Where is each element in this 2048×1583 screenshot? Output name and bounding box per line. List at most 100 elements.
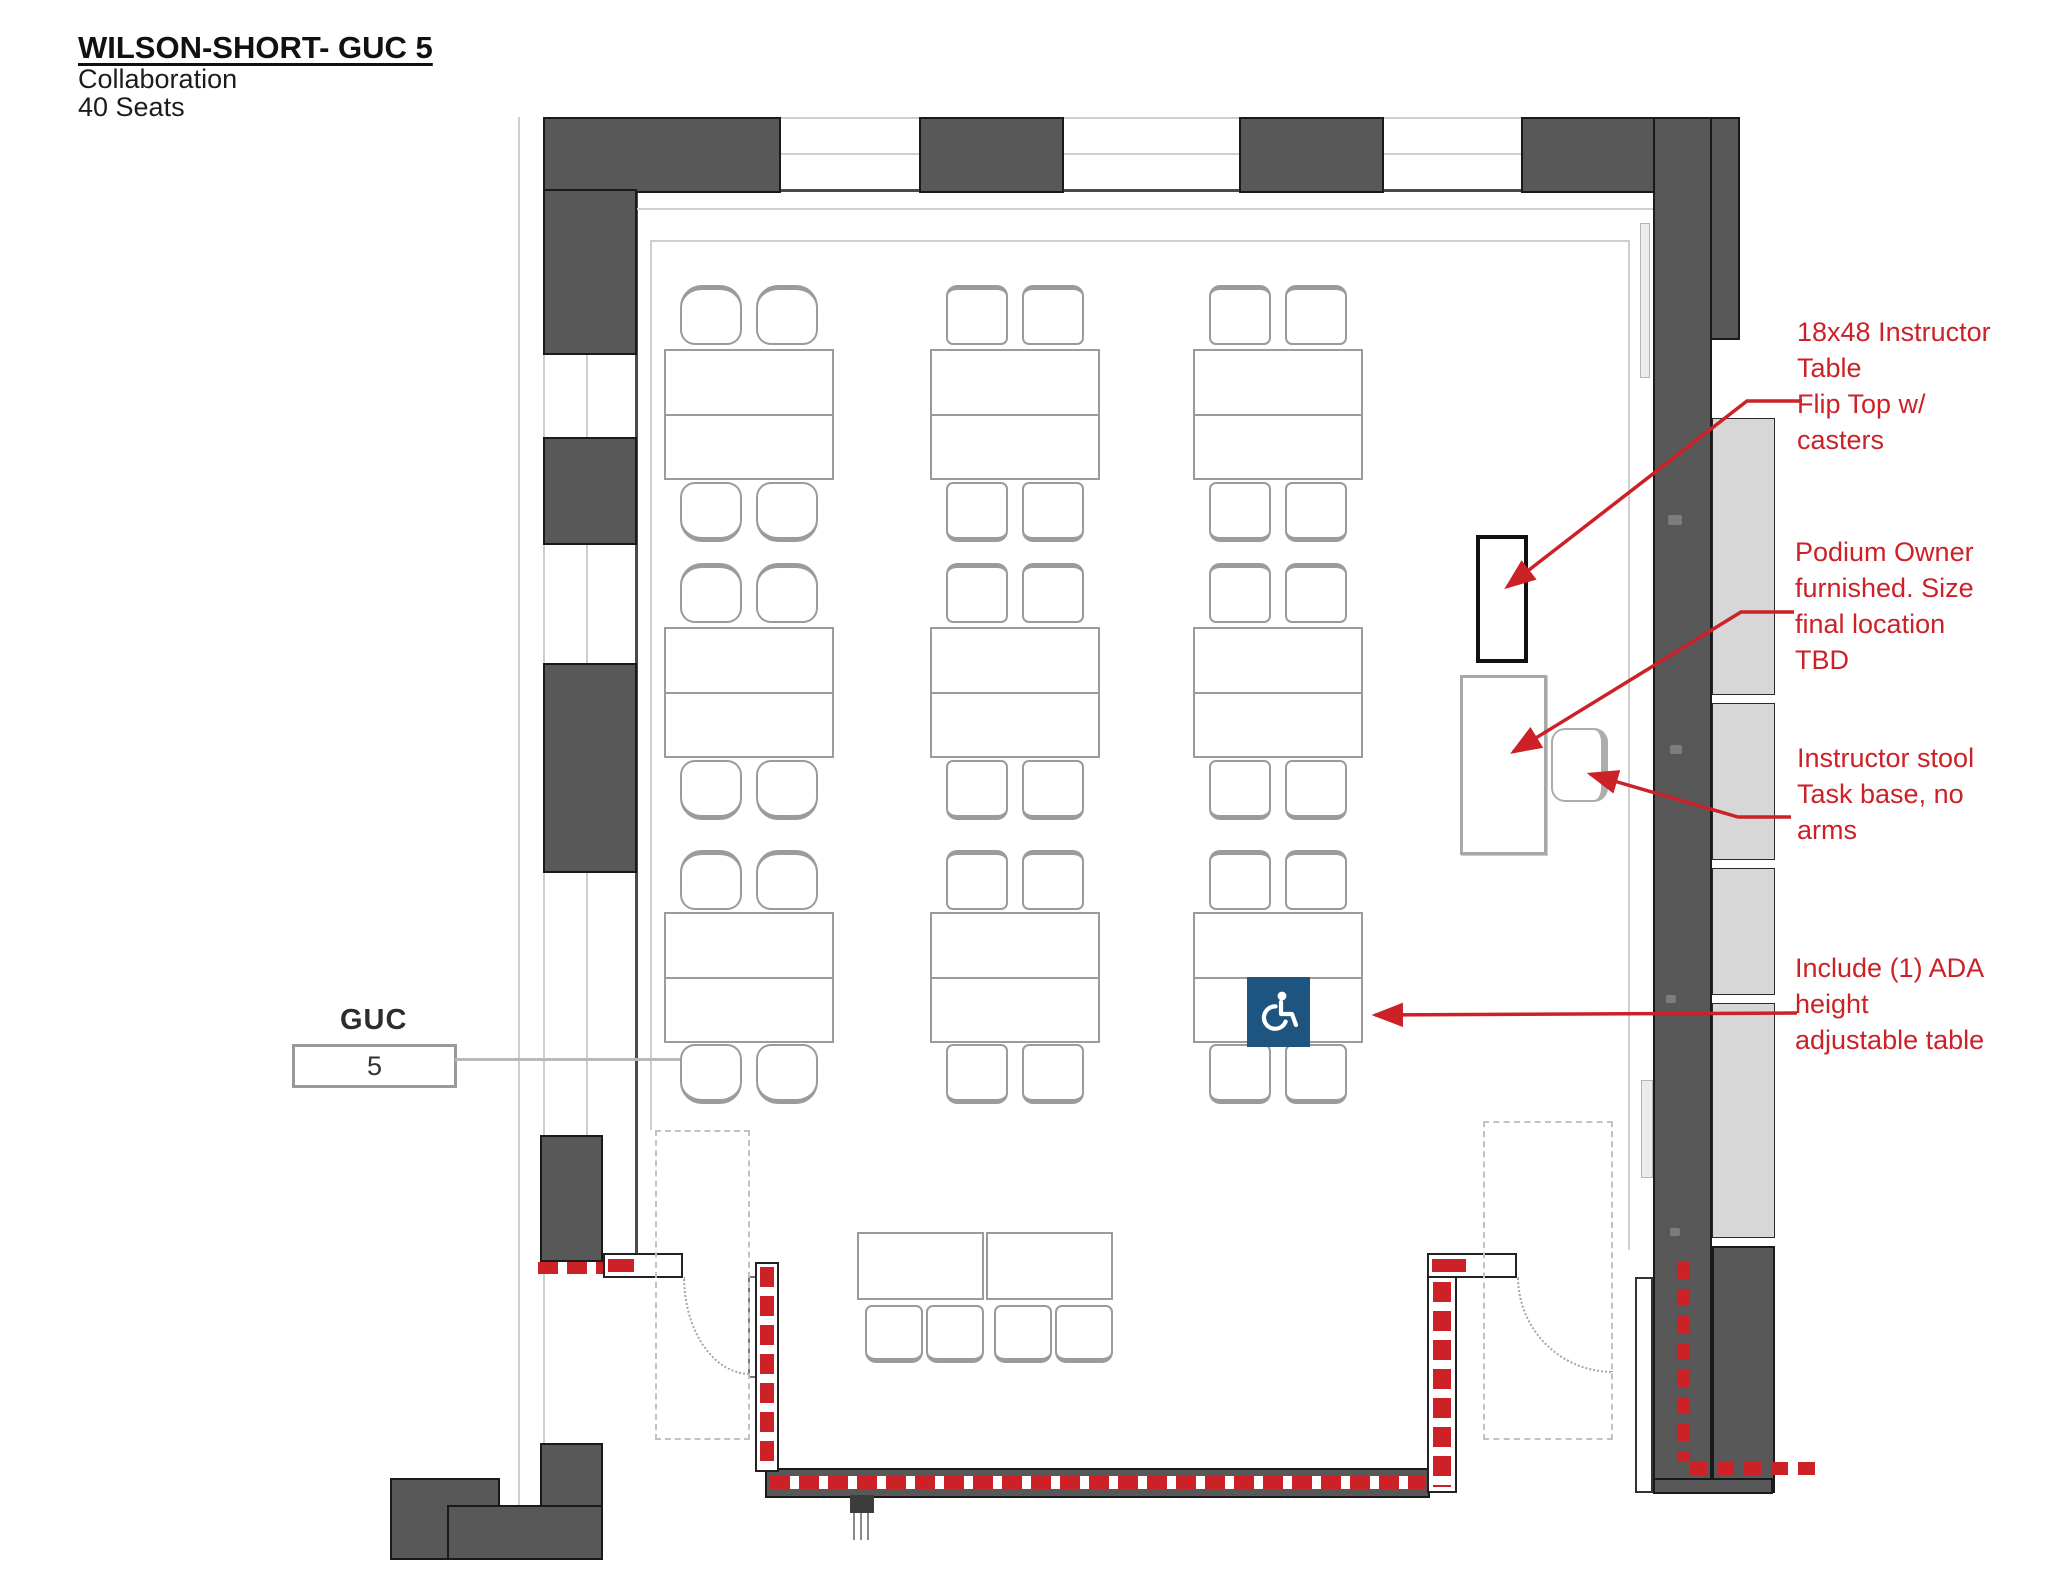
- double-table-c2r2: [930, 627, 1100, 758]
- marker-board-strip-1: [1640, 223, 1650, 378]
- chair-c1r1-top2: [756, 285, 818, 345]
- chair-c1r1-top1: [680, 285, 742, 345]
- note-ada-table: Include (1) ADA height adjustable table: [1795, 953, 1985, 1055]
- double-table-c1r1: [664, 349, 834, 480]
- chair-c3r3-top2: [1285, 850, 1347, 910]
- wall-pillar-left-3: [543, 663, 637, 873]
- wall-right-bottom-outer: [1712, 1246, 1775, 1493]
- chair-c3r1-bottom1: [1209, 482, 1271, 542]
- wall-pillar-top-3: [1239, 117, 1384, 193]
- left-jamb-rated-stripe: [760, 1267, 774, 1467]
- hardware-tick-3: [867, 1513, 869, 1540]
- wall-bottom-right-band: [1653, 1478, 1773, 1494]
- chair-c3r3-bottom2: [1285, 1044, 1347, 1104]
- bottom-chair-t1-1: [865, 1305, 923, 1363]
- chair-c1r3-bottom1: [680, 1044, 742, 1104]
- chair-c3r2-top1: [1209, 563, 1271, 623]
- hardware-tick-2: [860, 1513, 862, 1540]
- wall-pillar-top-2: [919, 117, 1064, 193]
- left-door-header-red: [608, 1259, 634, 1272]
- right-panel-3: [1712, 868, 1775, 995]
- room-tag-leader-line: [455, 1058, 700, 1061]
- double-table-c2r3: [930, 912, 1100, 1043]
- hardware-tick-1: [853, 1513, 855, 1540]
- interior-soffit-line: [637, 208, 1653, 210]
- left-door-clearance-zone: [655, 1130, 750, 1440]
- egress-path-vertical: [1677, 1262, 1690, 1462]
- bottom-table-1: [857, 1232, 984, 1300]
- wall-pillar-left-2: [543, 437, 637, 545]
- marker-board-strip-2: [1641, 1080, 1653, 1178]
- egress-path-horizontal: [1690, 1462, 1820, 1475]
- door-hardware-tag: [850, 1495, 874, 1513]
- wall-corner-bl-join: [447, 1505, 603, 1560]
- top-window-mullion-line: [543, 153, 1667, 155]
- wall-mark-3: [1666, 995, 1676, 1003]
- chair-c1r3-bottom2: [756, 1044, 818, 1104]
- room-inner-top-line: [650, 240, 1630, 242]
- right-door-header-red: [1432, 1259, 1466, 1272]
- chair-c2r2-bottom2: [1022, 760, 1084, 820]
- chair-c1r2-top2: [756, 563, 818, 623]
- chair-c1r3-top1: [680, 850, 742, 910]
- room-inner-left-line: [650, 240, 652, 1130]
- chair-c2r3-bottom2: [1022, 1044, 1084, 1104]
- note-podium: Podium Owner furnished. Size final locat…: [1795, 537, 1974, 675]
- right-door-leaf: [1635, 1277, 1653, 1493]
- note-stool: Instructor stool Task base, no arms: [1797, 743, 1975, 845]
- bottom-table-2: [986, 1232, 1113, 1300]
- chair-c2r3-top1: [946, 850, 1008, 910]
- right-panel-4: [1712, 1003, 1775, 1238]
- chair-c3r3-bottom1: [1209, 1044, 1271, 1104]
- chair-c1r2-top1: [680, 563, 742, 623]
- chair-c3r1-bottom2: [1285, 482, 1347, 542]
- ada-wheelchair-icon: [1261, 991, 1299, 1031]
- double-table-c1r2: [664, 627, 834, 758]
- bottom-wall-rated-stripe: [770, 1476, 1425, 1489]
- chair-c2r2-top1: [946, 563, 1008, 623]
- chair-c2r1-top1: [946, 285, 1008, 345]
- note-instructor-table: 18x48 Instructor Table Flip Top w/ caste…: [1797, 317, 1991, 455]
- chair-c2r2-bottom1: [946, 760, 1008, 820]
- chair-c2r3-bottom1: [946, 1044, 1008, 1104]
- room-tag-name: GUC: [340, 1004, 408, 1036]
- left-window-outer-line: [518, 117, 520, 1555]
- bottom-chair-t2-2: [1055, 1305, 1113, 1363]
- wall-pillar-left-corner-leg: [543, 189, 637, 355]
- chair-c2r1-top2: [1022, 285, 1084, 345]
- bottom-chair-t1-2: [926, 1305, 984, 1363]
- right-door-clearance-zone: [1483, 1121, 1613, 1440]
- page-title: WILSON-SHORT- GUC 5: [78, 30, 433, 65]
- right-jamb-rated-stripe: [1433, 1282, 1451, 1487]
- chair-c3r2-bottom1: [1209, 760, 1271, 820]
- chair-c2r2-top2: [1022, 563, 1084, 623]
- ada-symbol: [1246, 976, 1310, 1047]
- wall-pillar-top-corner: [543, 117, 781, 193]
- chair-c3r1-top2: [1285, 285, 1347, 345]
- room-tag-box: 5: [292, 1044, 457, 1088]
- chair-c2r3-top2: [1022, 850, 1084, 910]
- left-door-header: [603, 1253, 683, 1278]
- chair-c3r2-bottom2: [1285, 760, 1347, 820]
- top-window-outer-line: [543, 117, 1667, 119]
- double-table-c3r1: [1193, 349, 1363, 480]
- room-tag-number: 5: [366, 1050, 383, 1081]
- chair-c1r2-bottom1: [680, 760, 742, 820]
- double-table-c1r3: [664, 912, 834, 1043]
- chair-c3r2-top2: [1285, 563, 1347, 623]
- room-type-label: Collaboration: [78, 64, 238, 94]
- chair-c3r3-top1: [1209, 850, 1271, 910]
- wall-pillar-left-4: [540, 1135, 603, 1262]
- chair-c3r1-top1: [1209, 285, 1271, 345]
- chair-c2r1-bottom1: [946, 482, 1008, 542]
- chair-c1r1-bottom1: [680, 482, 742, 542]
- chair-c1r3-top2: [756, 850, 818, 910]
- bottom-chair-t2-1: [994, 1305, 1052, 1363]
- chair-c2r1-bottom2: [1022, 482, 1084, 542]
- chair-c1r1-bottom2: [756, 482, 818, 542]
- top-wall-inner-face: [543, 189, 1667, 192]
- seat-count-label: 40 Seats: [78, 92, 185, 122]
- wall-mark-4: [1670, 1228, 1680, 1236]
